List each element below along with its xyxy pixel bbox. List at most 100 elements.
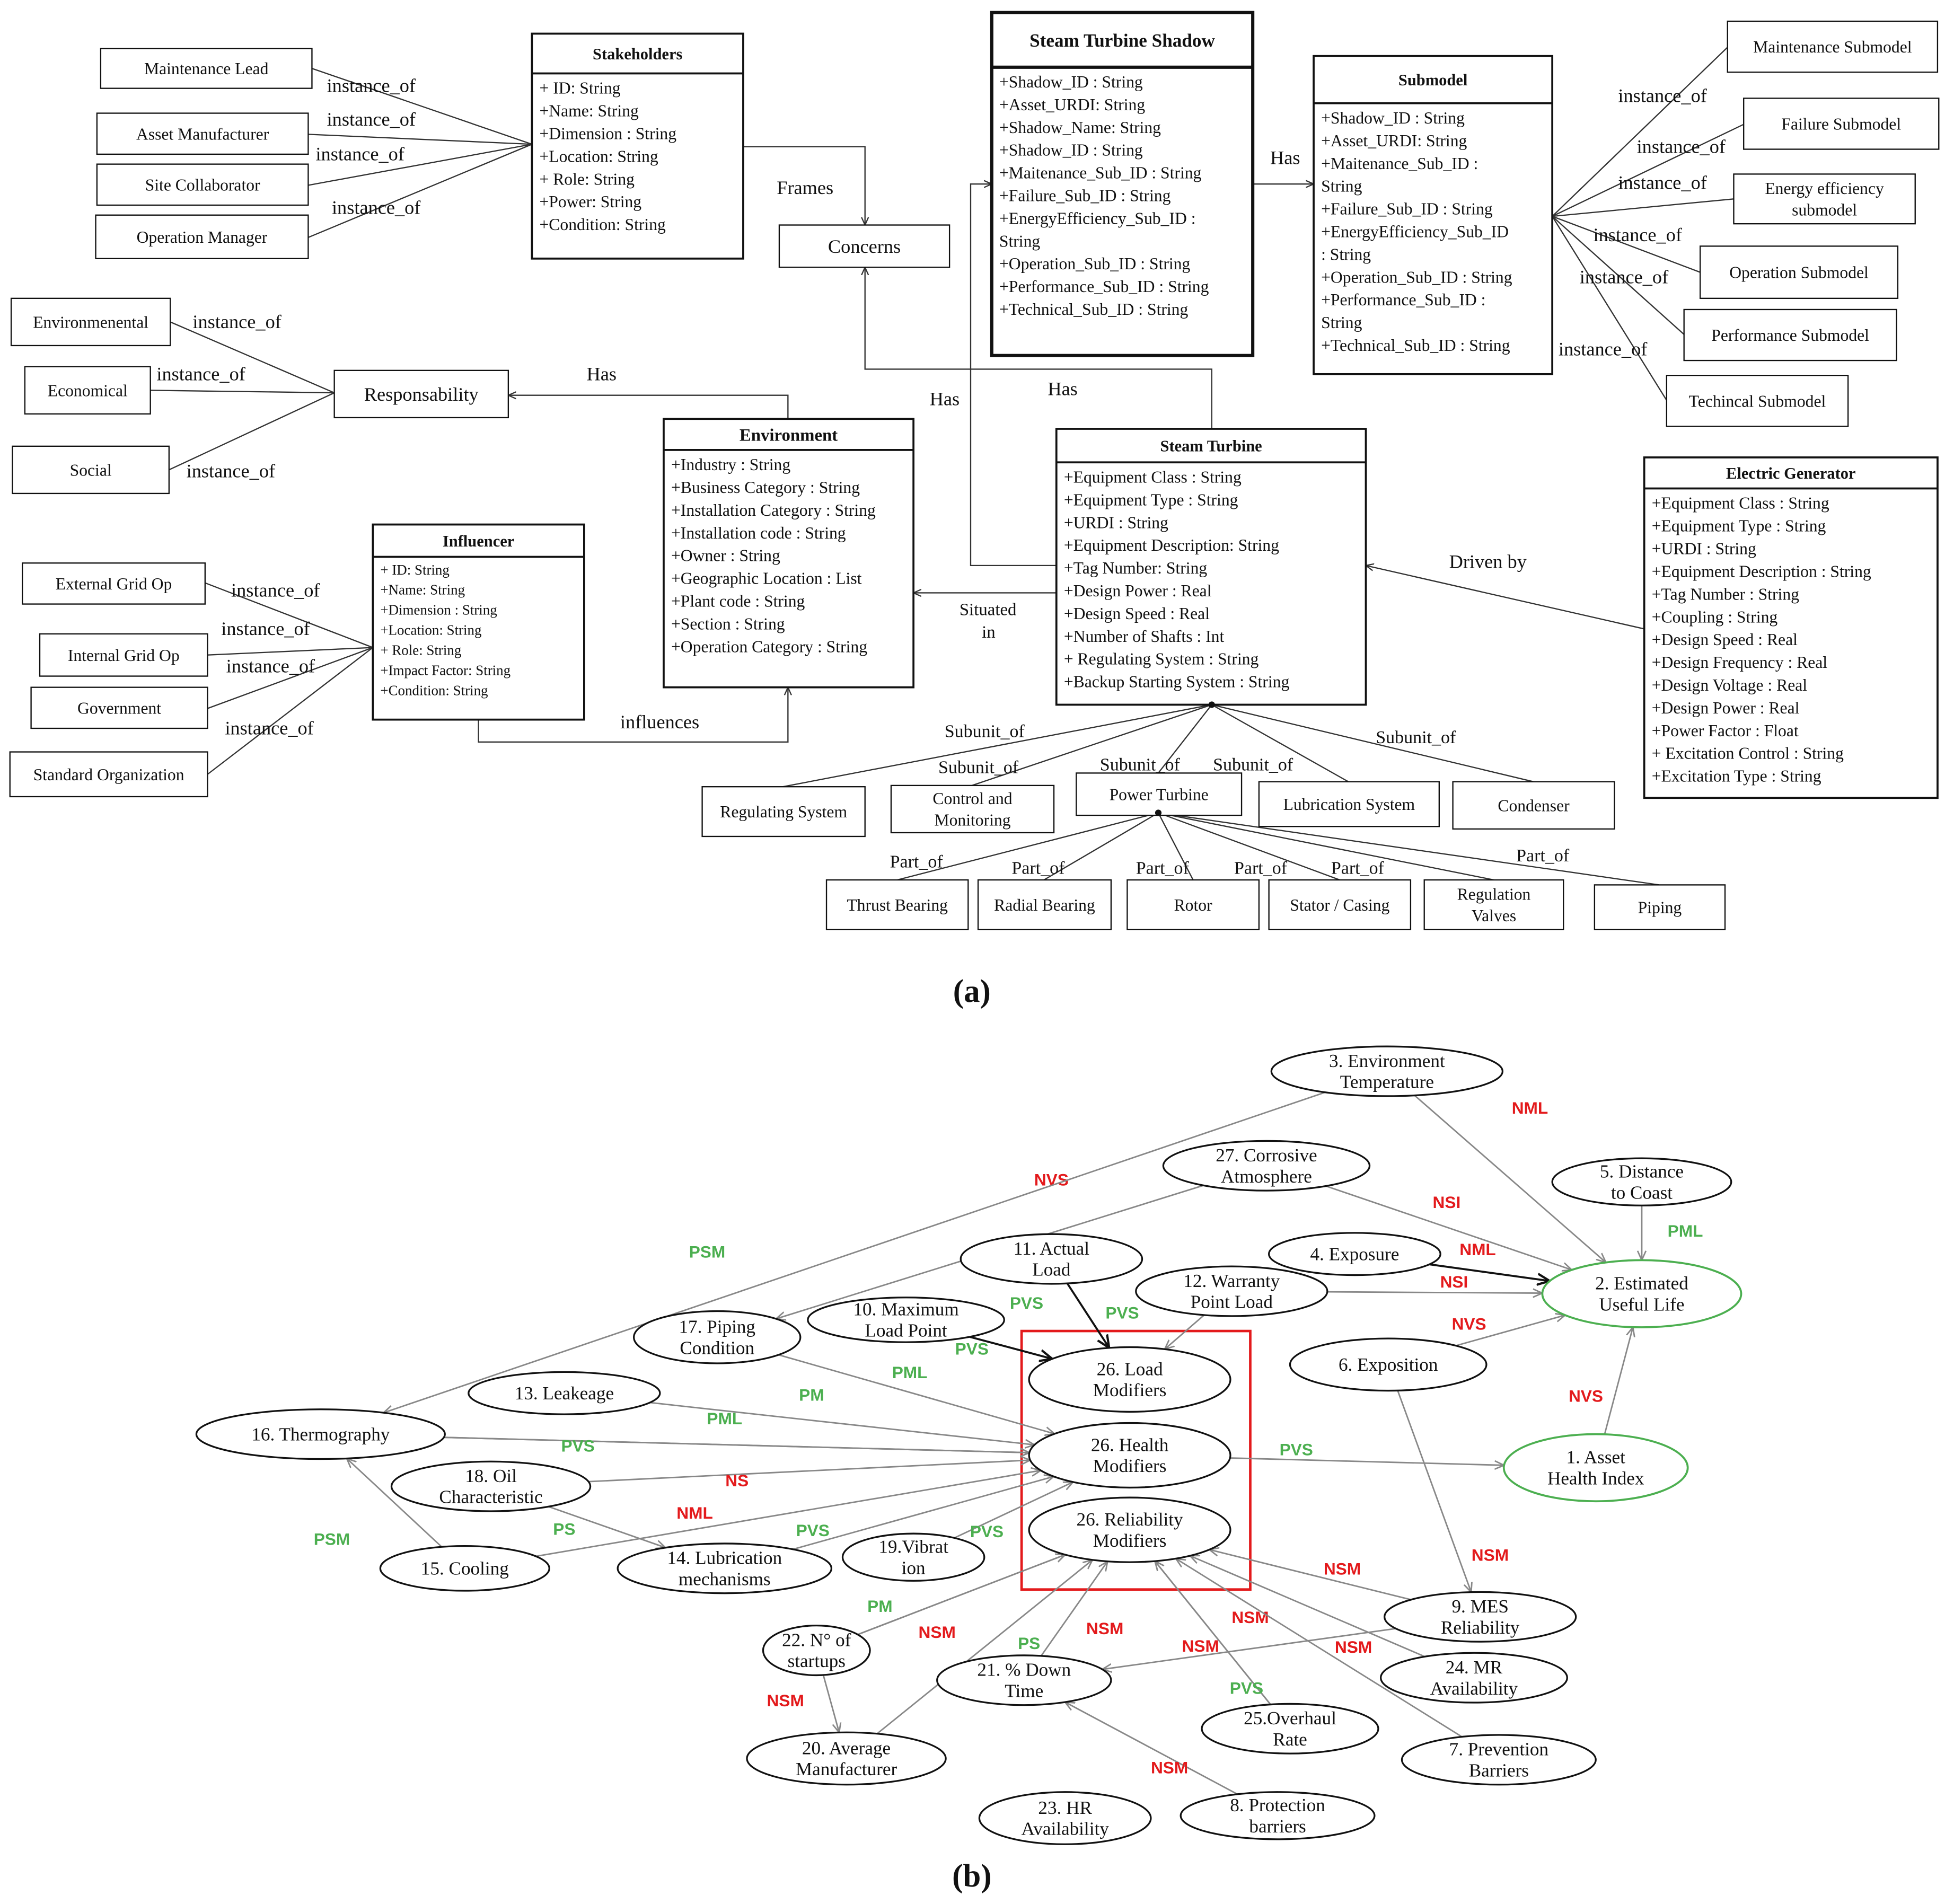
influence-edge: [1065, 1702, 1238, 1795]
edge-label: PVS: [1010, 1293, 1043, 1312]
electric-generator-class: Electric Generator+Equipment Class : Str…: [1643, 456, 1939, 799]
environment-class-attr: +Operation Category : String: [671, 637, 867, 656]
box-maintenance-lead-label: Maintenance Lead: [144, 59, 269, 78]
connector-line: [478, 687, 788, 743]
node-label: to Coast: [1611, 1182, 1673, 1203]
electric-generator-class-attr: +Design Power : Real: [1652, 699, 1800, 717]
box-technical-submodel-label: Techincal Submodel: [1689, 392, 1826, 410]
influencer-class-attr: +Dimension : String: [380, 602, 497, 618]
electric-generator-class-title: Electric Generator: [1726, 464, 1855, 482]
node-label: 26. Health: [1091, 1434, 1169, 1455]
node-label: 14. Lubrication: [667, 1548, 782, 1568]
box-regulating-system: Regulating System: [701, 786, 866, 838]
panel-b-label: (b): [952, 1858, 991, 1894]
edge-label: NVS: [1569, 1387, 1603, 1406]
instance-of-label: instance_of: [327, 109, 416, 130]
box-thrust-bearing-label: Thrust Bearing: [847, 896, 948, 914]
node-label: 24. MR: [1446, 1657, 1503, 1678]
stakeholders-class-attr: +Power: String: [539, 192, 641, 211]
node-label: 17. Piping: [679, 1317, 755, 1337]
connector-line: [1552, 198, 1734, 217]
electric-generator-class-attr: +Tag Number : String: [1652, 585, 1799, 603]
box-energy-efficiency-submodel-label: Energy efficiency: [1765, 179, 1884, 198]
instance-of-label: instance_of: [1594, 224, 1683, 245]
node-label: Time: [1005, 1680, 1043, 1701]
node-label: Modifiers: [1093, 1530, 1167, 1551]
steam-turbine-shadow-class: Steam Turbine Shadow+Shadow_ID : String+…: [990, 11, 1255, 357]
box-site-collaborator-label: Site Collaborator: [145, 175, 260, 194]
node-label: startups: [788, 1651, 846, 1671]
box-piping-label: Piping: [1638, 898, 1682, 917]
edge-label: PML: [707, 1409, 742, 1428]
node-n13: 13. Leakeage: [468, 1371, 661, 1415]
box-regulation-valves-label: Regulation: [1457, 885, 1531, 904]
steam-turbine-class-attr: +Equipment Type : String: [1064, 490, 1238, 509]
driven-by-label: Driven by: [1449, 551, 1527, 572]
edge-label: PM: [799, 1385, 824, 1404]
edge-label: PML: [892, 1363, 928, 1382]
node-label: 8. Protection: [1230, 1795, 1325, 1815]
node-n16: 16. Thermography: [195, 1408, 446, 1460]
submodel-class-attr: : String: [1321, 245, 1371, 263]
node-label: Rate: [1273, 1729, 1307, 1750]
node-n15: 15. Cooling: [379, 1545, 550, 1592]
influencer-class-attr: +Name: String: [380, 582, 465, 598]
influencer-class-attr: + ID: String: [380, 562, 450, 578]
box-control-monitoring-label: Control and: [932, 789, 1012, 808]
environment-class-attr: +Industry : String: [671, 455, 790, 474]
influence-edge: [822, 1674, 839, 1732]
node-label: Health Index: [1547, 1468, 1644, 1489]
influence-edge: [1066, 1283, 1109, 1348]
box-radial-bearing-label: Radial Bearing: [994, 896, 1095, 914]
connector-line: [170, 321, 335, 394]
steam-turbine-shadow-class-attr: +Maitenance_Sub_ID : String: [999, 164, 1202, 182]
environment-class-attr: +Installation code : String: [671, 524, 846, 542]
connector-line: [1552, 124, 1744, 217]
connector-line: [207, 647, 373, 656]
submodel-class-attr: +Shadow_ID : String: [1321, 109, 1465, 127]
box-social-label: Social: [70, 461, 112, 479]
steam-turbine-class-attr: +Design Power : Real: [1064, 581, 1212, 600]
subunit-of-label: Subunit_of: [938, 757, 1019, 777]
box-environmental-label: Environmenental: [33, 313, 148, 331]
steam-turbine-shadow-class-attr: +Shadow_Name: String: [999, 118, 1161, 137]
box-environmental: Environmenental: [10, 297, 171, 347]
node-label: Modifiers: [1093, 1456, 1167, 1476]
connector-line: [782, 704, 1212, 788]
influencer-class: Influencer+ ID: String+Name: String+Dime…: [372, 523, 585, 721]
node-label: Availability: [1021, 1819, 1109, 1839]
box-piping: Piping: [1594, 884, 1726, 930]
box-concerns-label: Concerns: [828, 236, 901, 257]
stakeholders-class-attr: + ID: String: [539, 79, 620, 98]
box-internal-grid-op: Internal Grid Op: [39, 633, 208, 677]
influence-edge: [1327, 1292, 1543, 1293]
submodel-class-attr: +Technical_Sub_ID : String: [1321, 336, 1510, 355]
instance-of-label: instance_of: [1618, 85, 1707, 106]
box-social: Social: [12, 445, 170, 495]
influence-edge: [384, 1091, 1326, 1413]
part-of-label: Part_of: [1331, 858, 1385, 878]
influence-edge: [347, 1458, 443, 1548]
steam-turbine-class-title: Steam Turbine: [1160, 437, 1262, 455]
box-performance-submodel-label: Performance Submodel: [1711, 326, 1869, 345]
part-of-label: Part_of: [1011, 858, 1065, 878]
edge-label: PS: [553, 1520, 575, 1539]
influence-edge: [1102, 1627, 1396, 1669]
box-radial-bearing: Radial Bearing: [977, 879, 1112, 930]
has-label: Has: [930, 388, 960, 409]
node-label: 27. Corrosive: [1216, 1145, 1317, 1166]
environment-class-attr: +Owner : String: [671, 546, 780, 565]
electric-generator-class-attr: +URDI : String: [1652, 540, 1756, 558]
